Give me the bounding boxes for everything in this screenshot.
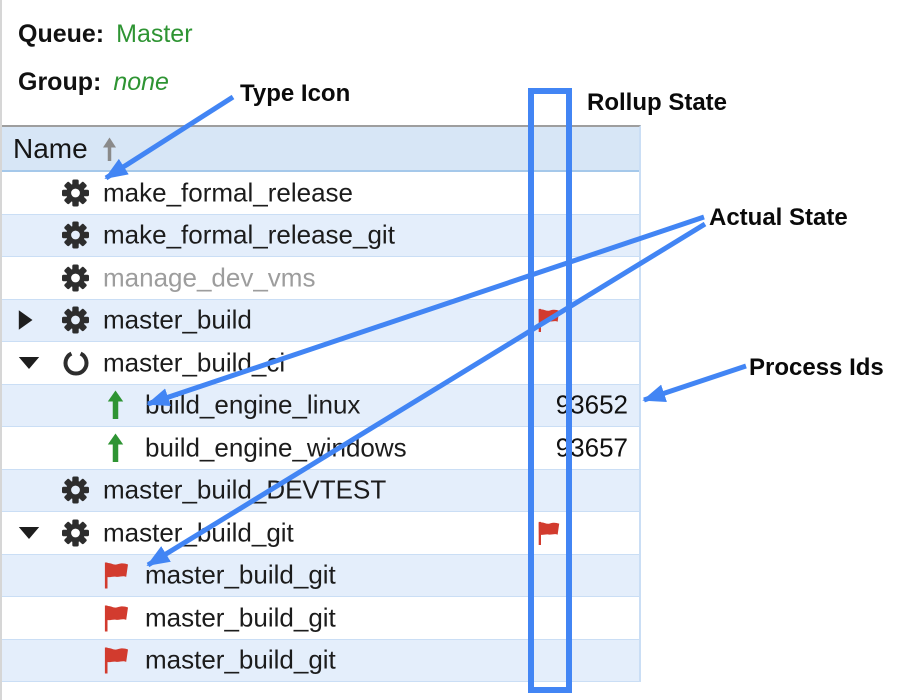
row-name: master_build_git bbox=[145, 602, 336, 633]
row-name: master_build_DEVTEST bbox=[103, 474, 387, 505]
gear-icon bbox=[62, 179, 89, 207]
table-row[interactable]: make_formal_release_git bbox=[0, 214, 639, 257]
row-name: master_build_git bbox=[145, 644, 336, 675]
type-icon-annotation: Type Icon bbox=[240, 80, 351, 107]
queue-label: Queue: bbox=[18, 20, 105, 48]
table-row[interactable]: master_build_git bbox=[0, 512, 639, 555]
gear-icon bbox=[62, 476, 89, 504]
row-name: build_engine_windows bbox=[145, 432, 407, 463]
row-name: master_build_ci bbox=[103, 347, 286, 378]
up-arrow-icon bbox=[107, 390, 124, 420]
expander-expanded-icon[interactable] bbox=[18, 356, 40, 369]
rollup-state-annotation: Rollup State bbox=[587, 89, 728, 116]
gear-icon bbox=[62, 221, 89, 249]
sort-ascending-icon bbox=[103, 137, 116, 161]
process-tree-table: Name make_formal_release make_formal_rel… bbox=[0, 125, 641, 682]
gear-icon bbox=[62, 519, 89, 547]
table-row[interactable]: master_build_git bbox=[0, 639, 639, 682]
row-name: master_build bbox=[103, 304, 252, 335]
row-name: master_build_git bbox=[103, 517, 294, 548]
group-value: none bbox=[113, 68, 169, 96]
flag-icon bbox=[103, 604, 130, 632]
group-label: Group: bbox=[18, 68, 102, 96]
row-name: make_formal_release_git bbox=[103, 219, 395, 250]
table-header-row[interactable]: Name bbox=[0, 127, 639, 172]
queue-value: Master bbox=[116, 20, 193, 48]
table-row[interactable]: build_engine_windows 93657 bbox=[0, 427, 639, 470]
progress-circle-icon bbox=[62, 349, 90, 377]
table-row[interactable]: master_build_DEVTEST bbox=[0, 469, 639, 512]
table-row[interactable]: master_build bbox=[0, 299, 639, 342]
process-id: 93657 bbox=[555, 432, 628, 463]
table-row[interactable]: master_build_ci bbox=[0, 342, 639, 385]
row-name: build_engine_linux bbox=[145, 389, 361, 420]
process-ids-annotation: Process Ids bbox=[749, 354, 884, 381]
row-name: manage_dev_vms bbox=[103, 262, 316, 293]
table-body: make_formal_release make_formal_release_… bbox=[0, 172, 639, 682]
flag-icon bbox=[103, 646, 130, 674]
gear-icon bbox=[62, 264, 89, 292]
table-row[interactable]: manage_dev_vms bbox=[0, 257, 639, 300]
process-ids-arrow bbox=[642, 363, 747, 403]
expander-expanded-icon[interactable] bbox=[18, 526, 40, 539]
table-row[interactable]: build_engine_linux 93652 bbox=[0, 384, 639, 427]
group-line: Group: none bbox=[18, 68, 169, 97]
expander-collapsed-icon[interactable] bbox=[18, 310, 33, 331]
row-name: master_build_git bbox=[145, 559, 336, 590]
flag-icon bbox=[103, 561, 130, 589]
process-id: 93652 bbox=[555, 389, 628, 420]
window-left-border bbox=[0, 0, 2, 700]
actual-state-annotation: Actual State bbox=[709, 204, 848, 231]
rollup-flag-icon bbox=[537, 520, 561, 546]
table-row[interactable]: make_formal_release bbox=[0, 172, 639, 215]
row-name: make_formal_release bbox=[103, 177, 354, 208]
gear-icon bbox=[62, 306, 89, 334]
up-arrow-icon bbox=[107, 433, 124, 463]
table-row[interactable]: master_build_git bbox=[0, 597, 639, 640]
rollup-flag-icon bbox=[537, 307, 561, 333]
table-row[interactable]: master_build_git bbox=[0, 554, 639, 597]
name-column-header[interactable]: Name bbox=[13, 133, 88, 164]
queue-line: Queue: Master bbox=[18, 20, 193, 49]
